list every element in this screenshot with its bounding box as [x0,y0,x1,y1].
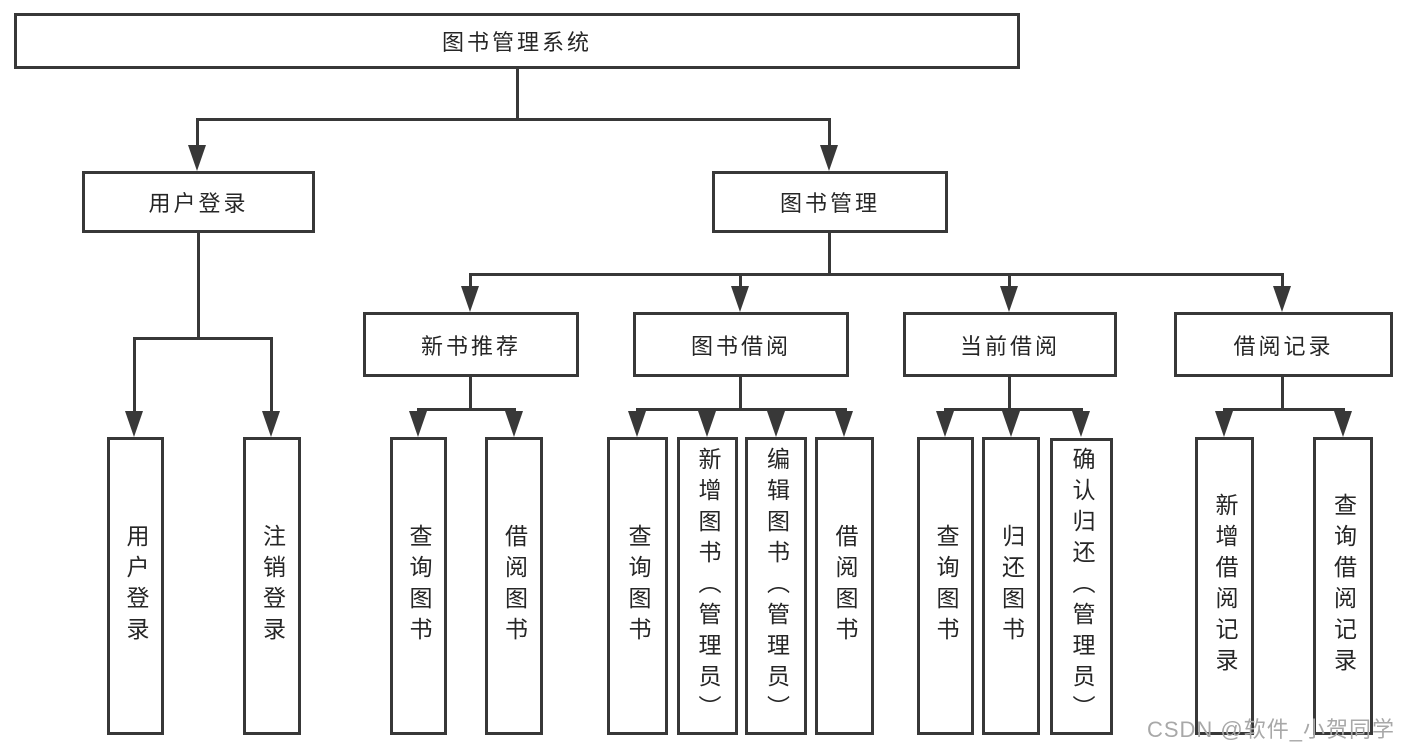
arrow-borrow-query [628,411,646,437]
leaf-borrow-query: 查询图书 [607,437,668,735]
leaf-record-query: 查询借阅记录 [1313,437,1373,735]
leaf-logout: 注销登录 [243,437,301,735]
leaf-current-query-label: 查询图书 [933,524,959,648]
connector-newbook-branch [417,408,516,411]
arrow-newbook-query [409,411,427,437]
arrow-leaf-user-login [125,411,143,437]
node-root: 图书管理系统 [14,13,1020,69]
connector-bookmgmt-branch [469,273,1284,276]
arrow-current-borrow [1000,286,1018,312]
node-borrow-records-label: 借阅记录 [1233,333,1334,359]
connector-root-stem [516,68,519,118]
arrow-record-query [1334,411,1352,437]
leaf-borrow-borrow-label: 借阅图书 [832,524,858,648]
connector-current-branch [944,408,1083,411]
leaf-current-confirm-admin: 确认归还（管理员） [1050,438,1113,735]
node-new-book-recommend: 新书推荐 [363,312,579,377]
connector-borrow-stem [739,377,742,408]
connector-drop-book-management [828,118,831,146]
arrow-new-book-recommend [461,286,479,312]
connector-drop-current-borrow [1008,273,1011,286]
connector-bookmgmt-stem [828,233,831,273]
node-root-label: 图书管理系统 [441,30,592,55]
node-current-borrow-label: 当前借阅 [959,333,1060,359]
leaf-current-query: 查询图书 [917,437,974,735]
arrow-current-return [1002,411,1020,437]
leaf-borrow-add-admin-label: 新增图书（管理员） [695,446,721,726]
arrow-book-management [820,145,838,171]
node-new-book-recommend-label: 新书推荐 [420,333,521,359]
leaf-newbook-borrow: 借阅图书 [485,437,543,735]
arrow-leaf-logout [262,411,280,437]
node-book-borrow-label: 图书借阅 [690,333,791,359]
arrow-borrow-borrow [835,411,853,437]
connector-borrow-branch [636,408,847,411]
leaf-current-confirm-admin-label: 确认归还（管理员） [1069,447,1095,726]
leaf-user-login: 用户登录 [107,437,164,735]
leaf-record-query-label: 查询借阅记录 [1330,493,1357,679]
node-book-borrow: 图书借阅 [633,312,849,377]
leaf-newbook-borrow-label: 借阅图书 [501,524,528,648]
connector-userlogin-stem [197,233,200,337]
leaf-user-login-label: 用户登录 [123,524,149,648]
leaf-current-return-label: 归还图书 [998,524,1025,648]
leaf-record-add-label: 新增借阅记录 [1212,493,1238,679]
connector-newbook-stem [469,377,472,408]
connector-drop-leaf-logout [270,337,273,411]
connector-current-stem [1008,377,1011,408]
arrow-current-query [936,411,954,437]
node-borrow-records: 借阅记录 [1174,312,1393,377]
arrow-book-borrow [731,286,749,312]
connector-drop-borrow-records [1281,273,1284,286]
leaf-borrow-edit-admin-label: 编辑图书（管理员） [763,446,790,726]
leaf-record-add: 新增借阅记录 [1195,437,1254,735]
leaf-newbook-query-label: 查询图书 [406,524,432,648]
arrow-current-confirm [1072,411,1090,437]
leaf-borrow-edit-admin: 编辑图书（管理员） [745,437,807,735]
connector-records-branch [1223,408,1345,411]
watermark: CSDN @软件_小贺同学 [1146,717,1395,742]
node-user-login: 用户登录 [82,171,315,233]
leaf-borrow-borrow: 借阅图书 [815,437,874,735]
connector-drop-user-login [196,118,199,146]
leaf-borrow-query-label: 查询图书 [625,524,651,648]
connector-records-stem [1281,377,1284,408]
arrow-user-login [188,145,206,171]
arrow-newbook-borrow [505,411,523,437]
arrow-borrow-records [1273,286,1291,312]
leaf-borrow-add-admin: 新增图书（管理员） [677,437,738,735]
arrow-borrow-edit [767,411,785,437]
node-book-management: 图书管理 [712,171,948,233]
arrow-record-add [1215,411,1233,437]
leaf-newbook-query: 查询图书 [390,437,447,735]
arrow-borrow-add [698,411,716,437]
node-user-login-label: 用户登录 [148,191,249,216]
node-current-borrow: 当前借阅 [903,312,1117,377]
leaf-logout-label: 注销登录 [259,524,286,648]
connector-root-branch [196,118,830,121]
connector-drop-new-book [469,273,472,286]
node-book-management-label: 图书管理 [779,191,880,216]
leaf-current-return: 归还图书 [982,437,1040,735]
connector-userlogin-branch [133,337,273,340]
connector-drop-leaf-user-login [133,337,136,411]
connector-drop-book-borrow [739,273,742,286]
